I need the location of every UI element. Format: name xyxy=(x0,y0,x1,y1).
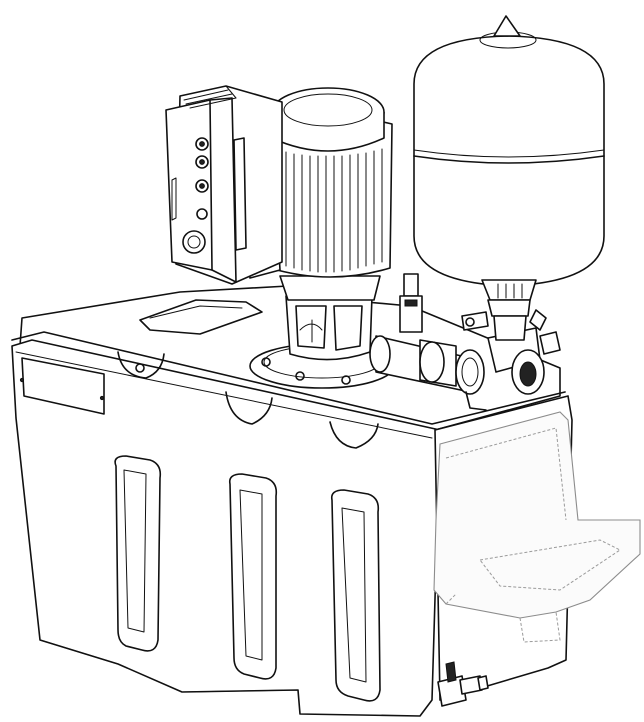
basin xyxy=(433,411,641,643)
controller xyxy=(165,85,283,285)
drain-tap xyxy=(437,661,489,707)
valve-manifold xyxy=(369,273,561,411)
pressure-vessel xyxy=(413,15,605,341)
pump-motor xyxy=(245,87,395,389)
